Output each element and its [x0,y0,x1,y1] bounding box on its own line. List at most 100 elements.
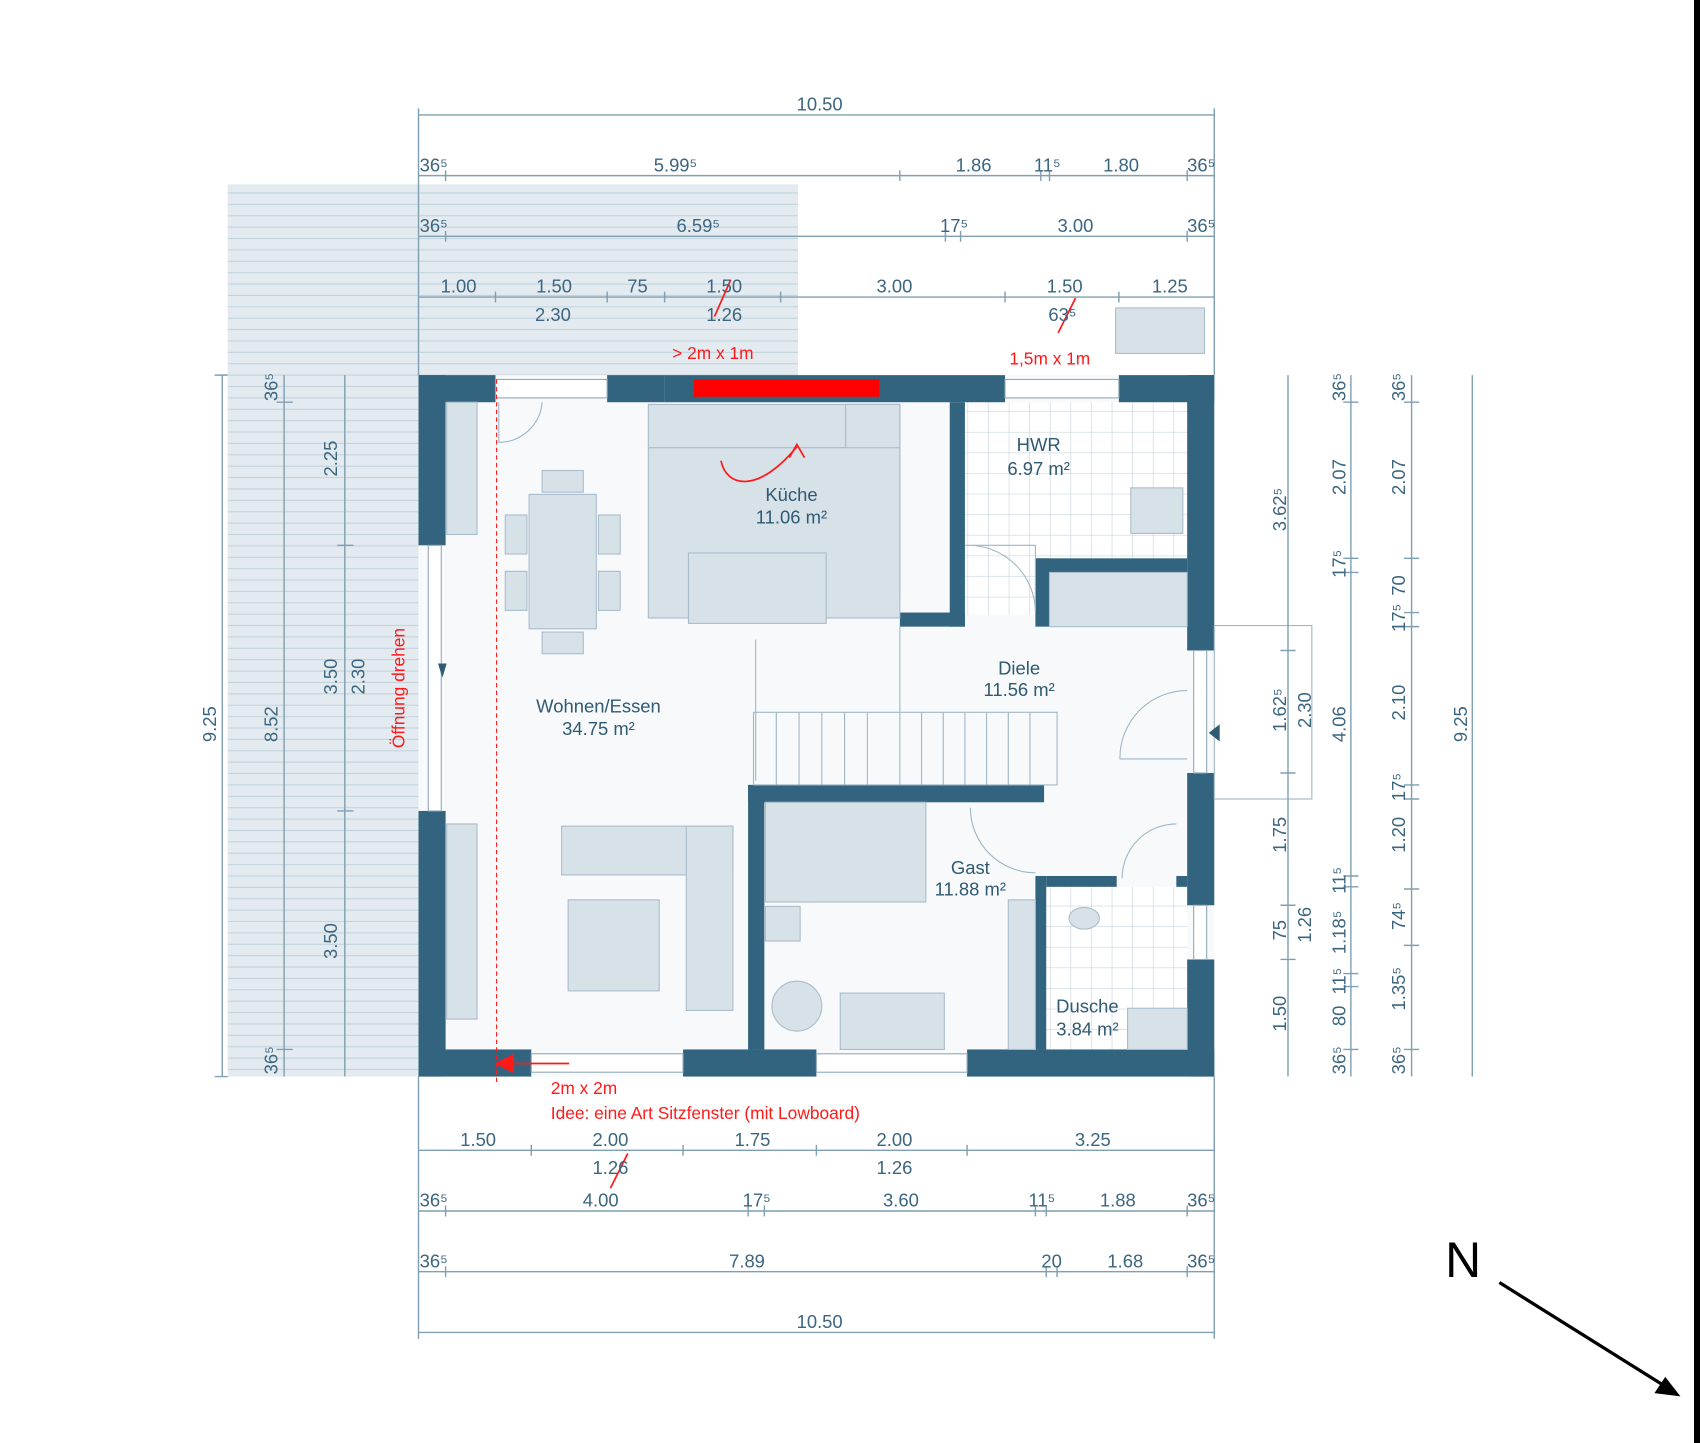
planned-window-marker [693,379,880,397]
annotation-hwr-window: 1,5m x 1m [1009,348,1090,368]
dimension-label: 3.00 [1058,215,1094,236]
dimension-label: 1.75 [734,1129,770,1150]
dimension-label: 36⁵ [1388,1046,1409,1074]
dimension-label: 8.52 [261,706,282,742]
dimension-label: 63⁵ [1048,304,1076,325]
dimension-label: 3.50 [320,659,341,695]
dimension-label: 2.07 [1388,459,1409,495]
dimension-lines [214,108,1474,1339]
dimension-label: 2.30 [535,304,571,325]
dimension-label: 11⁵ [1328,867,1349,894]
dimension-label: 36⁵ [1187,154,1215,175]
dimension-label: 1.26 [877,1157,913,1178]
dimension-label: 36⁵ [420,1250,448,1271]
dimension-label: 74⁵ [1388,902,1409,930]
dimension-label: 4.00 [583,1190,619,1211]
dimension-label: 2.25 [320,441,341,477]
dimension-label: 2.00 [592,1129,628,1150]
dimension-label: 1.00 [441,276,477,297]
annotation-seat-window-idea: Idee: eine Art Sitzfenster (mit Lowboard… [551,1103,860,1123]
dimension-label: 10.50 [797,1311,843,1332]
dimension-label: 11⁵ [1328,968,1349,995]
annotation-kitchen-window: > 2m x 1m [672,343,753,363]
dimension-label: 36⁵ [1328,1046,1349,1074]
dimension-label: 1.68 [1107,1250,1143,1271]
dimension-label: 1.50 [536,276,572,297]
annotation-seat-window-size: 2m x 2m [551,1078,617,1098]
room-area: 34.75 m² [562,718,635,739]
dimension-label: 6.59⁵ [676,215,720,236]
room-area: 3.84 m² [1056,1018,1118,1039]
stairs [752,626,1058,786]
dimension-label: 5.99⁵ [654,154,698,175]
room-name: Gast [951,857,990,878]
dimension-label: 36⁵ [1187,215,1215,236]
room-name: Küche [765,484,817,505]
dimension-label: 1.26 [706,304,742,325]
dimension-label: 3.60 [883,1190,919,1211]
right-edge-bar [1694,0,1700,1443]
dimension-label: 1.50 [460,1129,496,1150]
dimension-label: 11⁵ [1034,154,1061,175]
room-name: Wohnen/Essen [536,695,661,716]
room-area: 11.88 m² [935,879,1006,900]
dimension-label: 17⁵ [940,215,968,236]
red-arrow-head [494,1053,514,1074]
dimension-label: 1.50 [1269,996,1290,1032]
dimension-label: 36⁵ [1187,1250,1215,1271]
dimension-label: 1.86 [956,154,992,175]
dimension-label: 17⁵ [1388,773,1409,801]
dimension-label: 17⁵ [1388,604,1409,632]
windows [427,378,1208,1073]
dimension-label: 2.10 [1388,685,1409,721]
hwr-tiles-lower [964,558,1036,615]
dimension-label: 11⁵ [1029,1190,1056,1211]
dimension-label: 3.00 [877,276,913,297]
hwr-tiles [964,402,1188,559]
dimension-label: 75 [627,276,648,297]
dimension-label: 1.20 [1388,817,1409,853]
dimension-label: 2.00 [877,1129,913,1150]
furniture [446,307,1206,1050]
dimension-label: 3.25 [1075,1129,1111,1150]
north-arrow [1498,1281,1681,1397]
dimension-label: 9.25 [199,706,220,742]
room-name: Dusche [1056,996,1118,1017]
dimension-label: 75 [1269,920,1290,940]
dimension-label: 1.50 [706,276,742,297]
dimension-label: 36⁵ [1187,1190,1215,1211]
dimension-label: 36⁵ [420,154,448,175]
dimension-label: 70 [1388,575,1409,595]
dimension-label: 3.50 [320,923,341,959]
dimension-label: 20 [1041,1250,1062,1271]
interior-walls [748,402,1188,1050]
dimension-label: 1.88 [1100,1190,1136,1211]
dimension-label: 1.25 [1152,276,1188,297]
dimension-label: 36⁵ [261,1046,282,1074]
dimension-label: 1.62⁵ [1269,688,1290,732]
dimension-label: 9.25 [1450,706,1471,742]
dimension-label: 2.30 [1294,692,1315,728]
dimension-label: 1.18⁵ [1328,911,1349,954]
dimension-label: 4.06 [1328,706,1349,742]
dimension-label: 36⁵ [420,215,448,236]
annotation-rotate-opening: Öffnung drehen [388,628,408,748]
dimension-label: 7.89 [729,1250,765,1271]
dimension-label: 1.26 [592,1157,628,1178]
dimension-label: 2.30 [347,659,368,695]
dimension-label: 17⁵ [743,1190,771,1211]
dimension-label: 36⁵ [1328,373,1349,401]
room-name: HWR [1017,434,1061,455]
dimension-label: 10.50 [797,94,843,115]
dimension-label: 36⁵ [420,1190,448,1211]
entrance-arrow [1208,724,1220,742]
room-name: Diele [998,657,1040,678]
dimension-label: 1.80 [1103,154,1139,175]
annotation-marks [496,279,1077,1189]
dimension-label: 17⁵ [1328,550,1349,578]
room-area: 11.06 m² [756,507,827,528]
dimension-label: 36⁵ [261,373,282,401]
room-area: 11.56 m² [983,679,1054,700]
dimension-label: 36⁵ [1388,373,1409,401]
